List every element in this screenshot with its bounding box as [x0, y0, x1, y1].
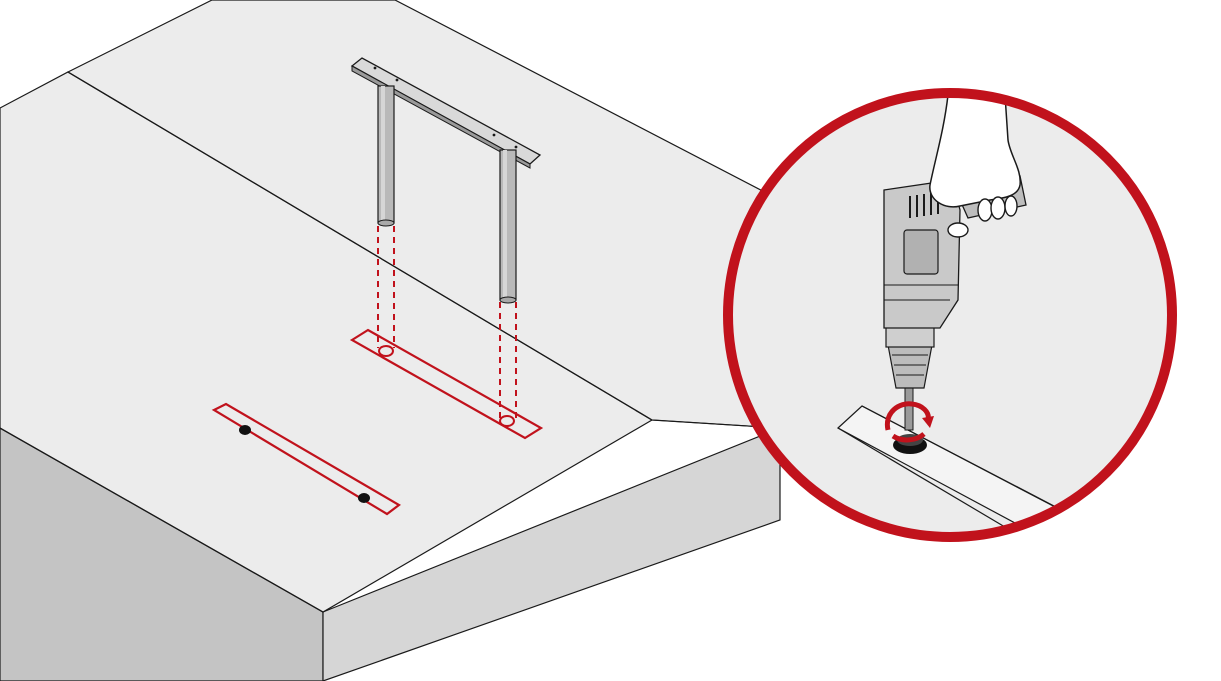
callout-background — [728, 93, 1172, 537]
alignment-guides — [377, 226, 517, 418]
table-top — [0, 0, 781, 681]
callout-border — [723, 88, 1177, 542]
hand-icon — [929, 94, 1021, 238]
leg-post-left — [377, 85, 395, 224]
rotation-arrow-icon — [884, 401, 934, 443]
leg-post-right — [499, 149, 517, 301]
table-panel-left — [0, 71, 654, 613]
mounting-strip-right — [349, 328, 544, 440]
hole-marker — [358, 493, 370, 503]
table-right-face — [322, 427, 781, 681]
table-edge-line — [0, 427, 324, 613]
u-shaped-leg-frame-icon — [350, 57, 542, 304]
table-seam-line — [67, 71, 653, 421]
hole-outline — [378, 345, 394, 357]
mounting-strip-left — [211, 402, 401, 516]
hole-outline — [499, 415, 515, 427]
detail-callout — [723, 88, 1177, 542]
hole-marker — [239, 425, 251, 435]
